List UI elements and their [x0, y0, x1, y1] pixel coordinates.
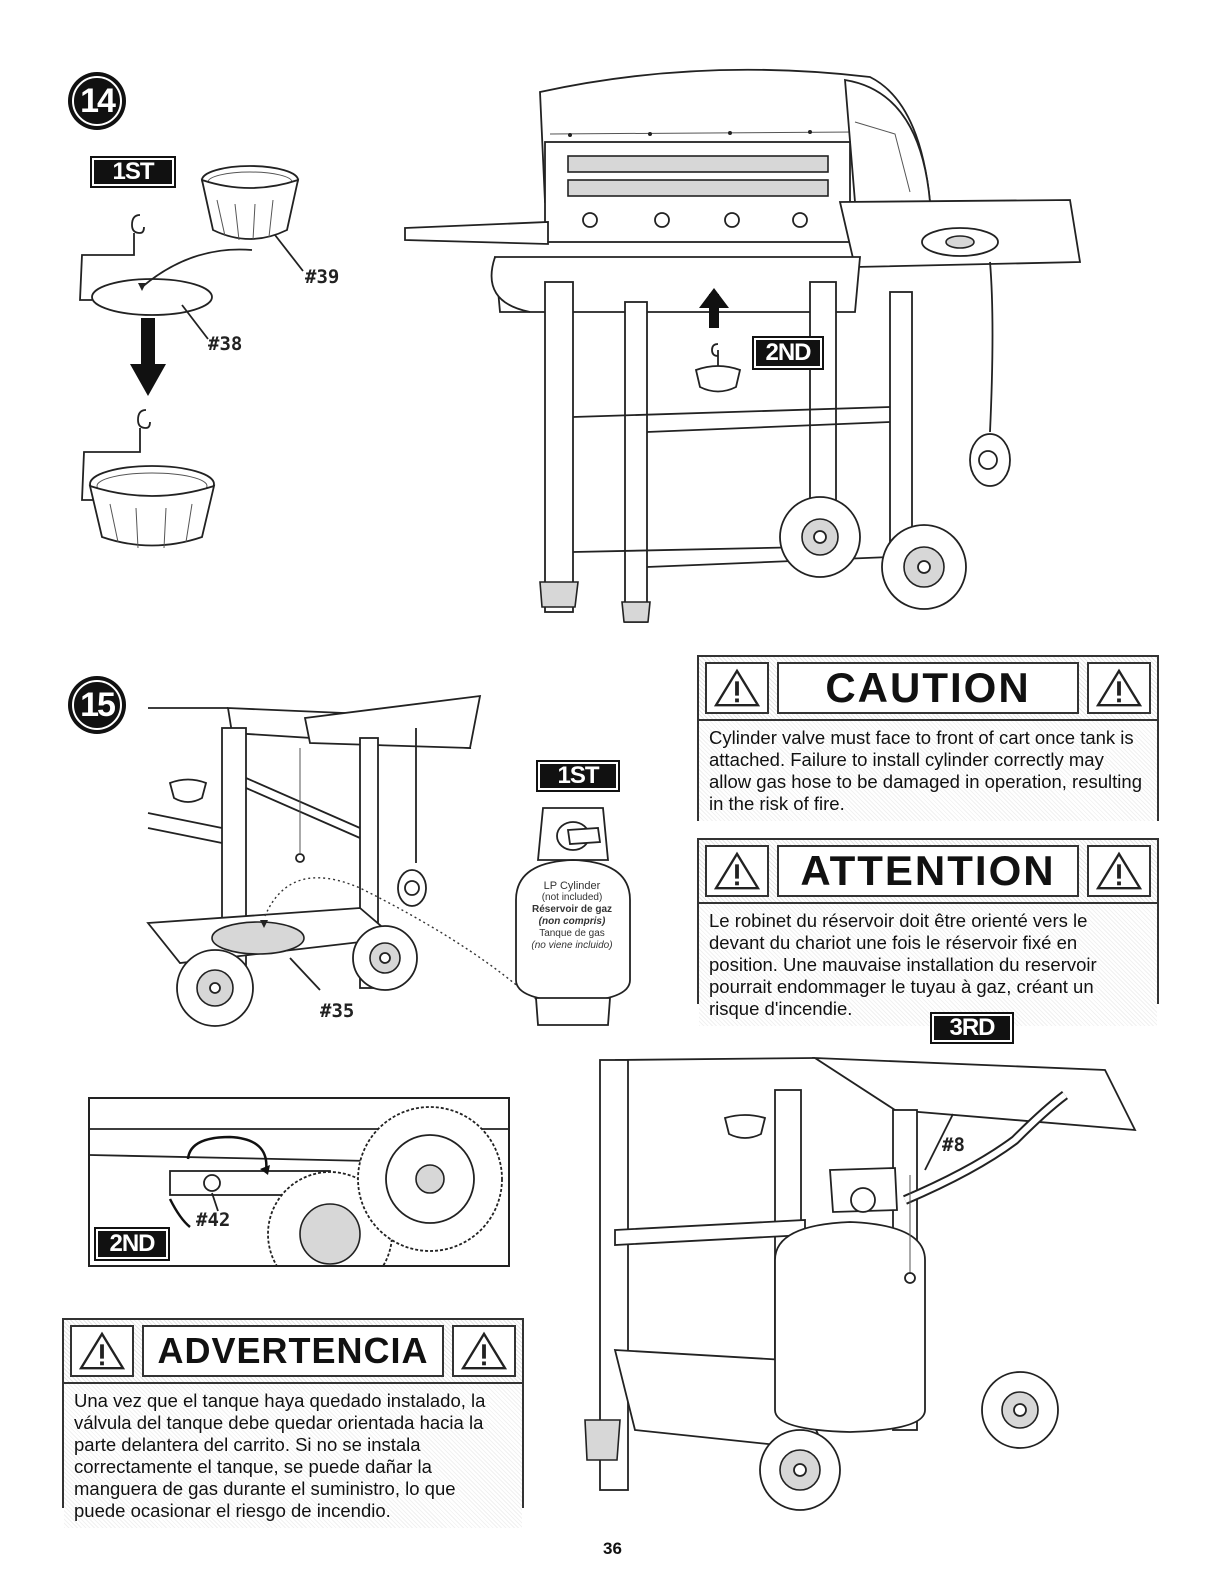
- attention-title: ATTENTION: [777, 845, 1079, 897]
- axle-detail-illustration: [90, 1099, 508, 1265]
- lp-cylinder-label: LP Cylinder (not included) Réservoir de …: [512, 880, 632, 952]
- grease-cup-illustration: [200, 165, 300, 241]
- tank-label-es-note: (no viene incluido): [531, 940, 613, 951]
- caution-title: CAUTION: [777, 662, 1079, 714]
- leader-line-38: [181, 304, 209, 340]
- warning-triangle-icon: [1087, 845, 1151, 897]
- assembled-cup-hook-illustration: [81, 409, 216, 549]
- warning-triangle-icon: [705, 662, 769, 714]
- badge-1st-step14: 1ST: [90, 156, 176, 188]
- lp-cylinder-illustration: [515, 807, 631, 1026]
- warning-triangle-icon: [70, 1325, 134, 1377]
- tank-label-en-note: (not included): [541, 892, 603, 903]
- badge-3rd: 3RD: [930, 1012, 1014, 1044]
- caution-text: Cylinder valve must face to front of car…: [699, 721, 1157, 821]
- attention-text: Le robinet du réservoir doit être orient…: [699, 904, 1157, 1026]
- part-label-39: #39: [305, 266, 340, 288]
- caution-box: CAUTION Cylinder valve must face to fron…: [697, 655, 1159, 821]
- down-arrow-icon: [130, 318, 166, 396]
- badge-1st-step15: 1ST: [536, 760, 620, 792]
- advertencia-title: ADVERTENCIA: [142, 1325, 444, 1377]
- caution-header: CAUTION: [699, 657, 1157, 721]
- cart-base-illustration: [146, 694, 573, 1027]
- grill-front-illustration: [404, 68, 1082, 623]
- attention-header: ATTENTION: [699, 840, 1157, 904]
- badge-2nd-step15: 2ND: [94, 1227, 170, 1261]
- cart-with-tank-illustration: [584, 1056, 1137, 1511]
- part-label-8: #8: [942, 1134, 965, 1156]
- tank-label-es: Tanque de gas: [539, 928, 605, 939]
- warning-triangle-icon: [1087, 662, 1151, 714]
- step-15-marker: 15: [68, 676, 126, 734]
- axle-detail-frame: #42 2ND: [88, 1097, 510, 1267]
- advertencia-header: ADVERTENCIA: [64, 1320, 522, 1384]
- part-label-42: #42: [196, 1209, 231, 1231]
- warning-triangle-icon: [452, 1325, 516, 1377]
- page-number: 36: [603, 1539, 622, 1558]
- advertencia-text: Una vez que el tanque haya quedado insta…: [64, 1384, 522, 1528]
- leader-line-39: [274, 234, 304, 272]
- step-15-number: 15: [80, 685, 116, 724]
- step-14-marker: 14: [68, 72, 126, 130]
- advertencia-box: ADVERTENCIA Una vez que el tanque haya q…: [62, 1318, 524, 1528]
- warning-triangle-icon: [705, 845, 769, 897]
- part-label-38: #38: [208, 333, 243, 355]
- tank-label-en: LP Cylinder: [543, 880, 601, 892]
- cup-hook-illustration: [79, 214, 253, 316]
- step-14-number: 14: [80, 81, 116, 120]
- part-label-35: #35: [320, 1000, 355, 1022]
- badge-2nd-step14: 2ND: [752, 336, 824, 370]
- tank-label-fr: Réservoir de gaz: [531, 904, 613, 915]
- attention-box: ATTENTION Le robinet du réservoir doit ê…: [697, 838, 1159, 1026]
- tank-label-fr-note: (non compris): [538, 916, 606, 927]
